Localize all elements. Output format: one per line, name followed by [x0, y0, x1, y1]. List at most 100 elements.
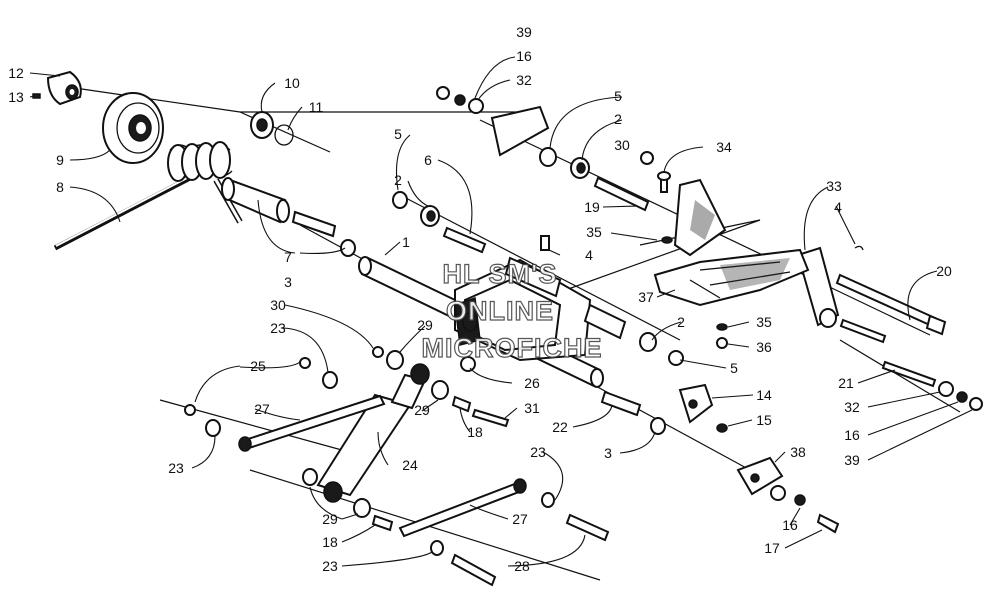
- part-2-bushing-center: [639, 332, 657, 352]
- callout-13: 13: [8, 89, 24, 105]
- part-8-spring-rod: [53, 175, 192, 251]
- part-4-cotter-right: [854, 245, 864, 251]
- part-35-washer-top: [661, 236, 673, 244]
- callout-22: 22: [552, 419, 568, 435]
- part-34-bolt: [657, 171, 671, 193]
- callout-3: 3: [604, 445, 612, 461]
- part-29-bushing-top: [386, 350, 404, 370]
- part-26-bushing: [460, 356, 476, 372]
- callout-12: 12: [8, 65, 24, 81]
- part-16-washer-right: [956, 391, 968, 403]
- part-12-end-cap: [46, 70, 82, 106]
- callout-29: 29: [417, 317, 433, 333]
- watermark-line-3: MICROFICHE: [422, 333, 603, 363]
- callout-5: 5: [614, 88, 622, 104]
- part-6-pin: [442, 226, 487, 254]
- callout-23: 23: [530, 444, 546, 460]
- part-19-pin: [593, 176, 650, 212]
- part-3-bushing-left: [340, 239, 356, 257]
- part-3-bushing-center: [650, 417, 666, 435]
- callout-38: 38: [790, 444, 806, 460]
- callout-5: 5: [394, 126, 402, 142]
- callout-3: 3: [284, 274, 292, 290]
- watermark-line-1: HL SM'S: [443, 259, 558, 289]
- part-25-bushing: [299, 357, 338, 389]
- callout-39: 39: [844, 452, 860, 468]
- part-threaded-rod-right: [839, 318, 887, 344]
- part-35-washer-bottom: [716, 323, 728, 331]
- part-30-nut-top: [640, 151, 654, 165]
- callout-15: 15: [756, 412, 772, 428]
- callout-16: 16: [844, 427, 860, 443]
- part-39-nut-top: [436, 86, 450, 100]
- callout-29: 29: [414, 402, 430, 418]
- part-16-washer-top: [454, 94, 466, 106]
- part-29-bushing-lower: [302, 468, 371, 518]
- callout-31: 31: [524, 400, 540, 416]
- callout-17: 17: [764, 540, 780, 556]
- part-17-bolt: [816, 513, 840, 534]
- callout-16: 16: [782, 517, 798, 533]
- callout-21: 21: [838, 375, 854, 391]
- part-22-tube: [600, 390, 642, 417]
- callout-16: 16: [516, 48, 532, 64]
- callout-28: 28: [514, 558, 530, 574]
- callout-14: 14: [756, 387, 772, 403]
- part-18-pin-lower: [371, 514, 394, 532]
- part-15-washer: [716, 423, 728, 433]
- callout-7: 7: [284, 249, 292, 265]
- part-7-spring-sleeve: [221, 177, 290, 224]
- part-top-plate: [490, 105, 550, 157]
- callout-19: 19: [584, 199, 600, 215]
- callout-35: 35: [756, 314, 772, 330]
- callout-25: 25: [250, 358, 266, 374]
- part-23-bolts-left: [184, 404, 221, 437]
- part-31-bolt: [471, 408, 510, 428]
- part-14-bracket: [678, 383, 714, 424]
- callout-18: 18: [322, 534, 338, 550]
- part-4-grease-fitting: [540, 235, 550, 251]
- callout-29: 29: [322, 511, 338, 527]
- callout-26: 26: [524, 375, 540, 391]
- callout-labels: 12 13 9 8 10 11 7 3 1 5 6 2 39 16 32 5 2…: [8, 24, 952, 574]
- part-spacer-tube-left: [291, 210, 337, 238]
- callout-23: 23: [322, 558, 338, 574]
- part-18-pin-mid: [451, 395, 472, 413]
- callout-18: 18: [467, 424, 483, 440]
- part-32-washer-top: [468, 98, 484, 114]
- callout-35: 35: [586, 224, 602, 240]
- callout-11: 11: [309, 99, 324, 115]
- callout-2: 2: [677, 314, 685, 330]
- callout-36: 36: [756, 339, 772, 355]
- callout-8: 8: [56, 179, 64, 195]
- watermark: HL SM'S ONLINE MICROFICHE: [421, 258, 603, 363]
- part-5-bolt-left: [392, 191, 408, 209]
- callout-32: 32: [516, 72, 532, 88]
- callout-27: 27: [254, 401, 270, 417]
- callout-27: 27: [512, 511, 528, 527]
- callout-9: 9: [56, 152, 64, 168]
- part-29-bushing-mid: [431, 380, 449, 400]
- part-2-bushing-right: [570, 157, 590, 179]
- part-5-bolt-right: [539, 147, 557, 167]
- part-21-threaded-rod: [881, 360, 937, 388]
- part-38-bracket: [736, 456, 784, 496]
- part-39-nut-right: [969, 397, 983, 411]
- part-rear-bracket: [673, 178, 727, 257]
- callout-2: 2: [614, 111, 622, 127]
- callout-34: 34: [716, 139, 732, 155]
- part-2-bushing-left: [420, 205, 440, 227]
- callout-5: 5: [730, 360, 738, 376]
- callout-37: 37: [638, 289, 654, 305]
- part-27-lower-link: [398, 478, 527, 538]
- part-24-shock-absorber: [316, 363, 430, 503]
- callout-10: 10: [284, 75, 300, 91]
- callout-2: 2: [394, 172, 402, 188]
- callout-39: 39: [516, 24, 532, 40]
- part-11-snap-ring: [274, 124, 294, 146]
- leader-lines: [29, 56, 973, 567]
- part-32-washer-lower: [770, 485, 786, 501]
- part-5-bolt-center: [668, 350, 684, 366]
- callout-30: 30: [614, 137, 630, 153]
- part-front-arm-assembly: [454, 256, 627, 362]
